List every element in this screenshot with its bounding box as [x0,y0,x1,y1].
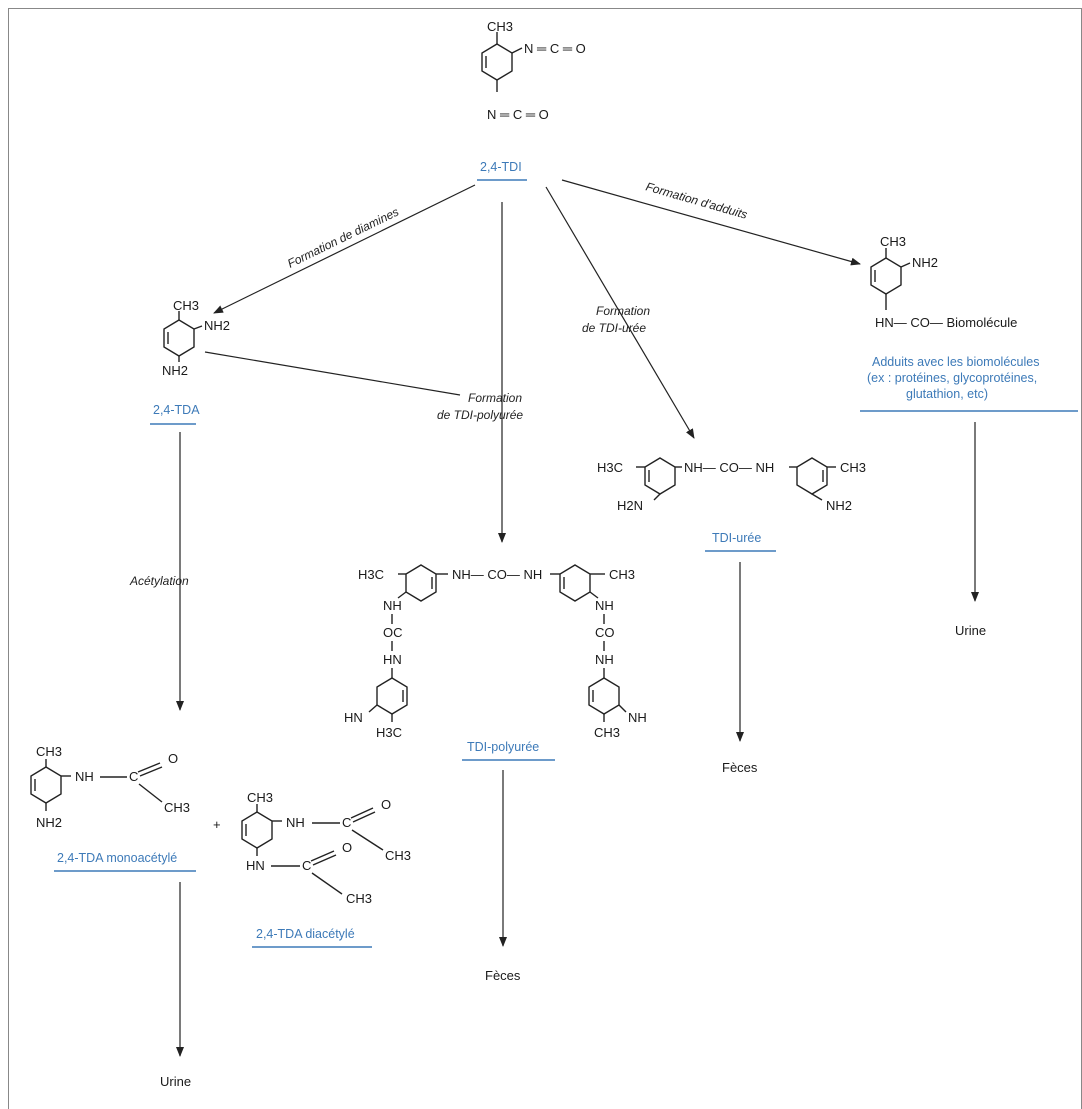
mono-ch3: CH3 [36,744,62,759]
adduct-structure: CH3 NH2 HN— CO— Biomolécule Adduits avec… [860,234,1078,412]
uree-ch3: CH3 [840,460,866,475]
polyuree-label: TDI-polyurée [467,740,539,754]
di-label: 2,4-TDA diacétylé [256,927,355,941]
tda-label: 2,4-TDA [153,403,200,417]
di-o-2: O [342,840,352,855]
di-c-1: C [342,815,351,830]
uree-label: TDI-urée [712,531,761,545]
edge-adduits: Formation d'adduits [644,179,749,221]
adduct-nh2: NH2 [912,255,938,270]
uree-h3c: H3C [597,460,623,475]
adduct-ch3: CH3 [880,234,906,249]
tda-ch3: CH3 [173,298,199,313]
tdi-ch3: CH3 [487,19,513,34]
polyuree-ch3-bottom: CH3 [594,725,620,740]
di-nh: NH [286,815,305,830]
polyuree-nh-bottom-right: NH [628,710,647,725]
tda-to-polyuree-line [204,351,461,396]
uree-structure: H3C NH— CO— NH CH3 H2N NH2 TDI-urée [597,457,866,552]
polyuree-fate: Fèces [485,968,521,983]
polyuree-nh-left: NH [383,598,402,613]
adduct-label-3: glutathion, etc) [906,387,988,401]
edge-diamines: Formation de diamines [285,205,401,271]
polyuree-hn-bottom-left: HN [344,710,363,725]
tdi-label: 2,4-TDI [480,160,522,174]
polyuree-ch3: CH3 [609,567,635,582]
tda-structure: CH3 NH2 NH2 2,4-TDA [150,298,230,425]
di-ch3: CH3 [247,790,273,805]
uree-fate: Fèces [722,760,758,775]
edge-acetylation: Acétylation [129,574,189,588]
adduct-chain: HN— CO— Biomolécule [875,315,1017,330]
adduct-label-2: (ex : protéines, glycoprotéines, [867,371,1037,385]
polyuree-oc-left: OC [383,625,403,640]
edge-polyuree-1: Formation [468,391,522,405]
edge-uree-1: Formation [596,304,650,318]
di-c-2: C [302,858,311,873]
tda-nh2-a: NH2 [204,318,230,333]
edge-uree-2: de TDI-urée [582,321,646,335]
edge-polyuree-2: de TDI-polyurée [437,408,523,422]
uree-nh2: NH2 [826,498,852,513]
adduct-label-1: Adduits avec les biomolécules [872,355,1039,369]
di-structure: CH3 NH C O CH3 HN C O CH3 2,4-TDA diacét… [241,790,411,948]
polyuree-hn-left: HN [383,652,402,667]
polyuree-co-right: CO [595,625,615,640]
tdi-structure: CH3 N ═ C ═ O N ═ C ═ O 2,4-TDI [477,19,586,181]
polyuree-nh-right-2: NH [595,652,614,667]
arrow-uree [545,186,695,439]
di-hn: HN [246,858,265,873]
di-o-1: O [381,797,391,812]
tda-nh2-b: NH2 [162,363,188,378]
plus-sign: + [213,817,221,832]
arrow-adduits [561,179,861,266]
tdi-nco-2: N ═ C ═ O [487,107,549,122]
polyuree-chain: NH— CO— NH [452,567,542,582]
polyuree-h3c: H3C [358,567,384,582]
mono-fate: Urine [160,1074,191,1089]
uree-h2n: H2N [617,498,643,513]
mono-label: 2,4-TDA monoacétylé [57,851,177,865]
tdi-nco-1: N ═ C ═ O [524,41,586,56]
uree-chain: NH— CO— NH [684,460,774,475]
mono-structure: CH3 NH C O CH3 NH2 2,4-TDA monoacétylé [30,744,196,872]
mono-ch3-b: CH3 [164,800,190,815]
arrow-diamines [213,184,476,314]
di-ch3-a: CH3 [385,848,411,863]
mono-o: O [168,751,178,766]
mono-c: C [129,769,138,784]
adduct-fate: Urine [955,623,986,638]
polyuree-nh-right: NH [595,598,614,613]
polyuree-structure: H3C NH— CO— NH CH3 NH OC HN NH CO NH HN … [344,564,647,761]
mono-nh: NH [75,769,94,784]
di-ch3-b: CH3 [346,891,372,906]
mono-nh2: NH2 [36,815,62,830]
polyuree-h3c-bottom: H3C [376,725,402,740]
